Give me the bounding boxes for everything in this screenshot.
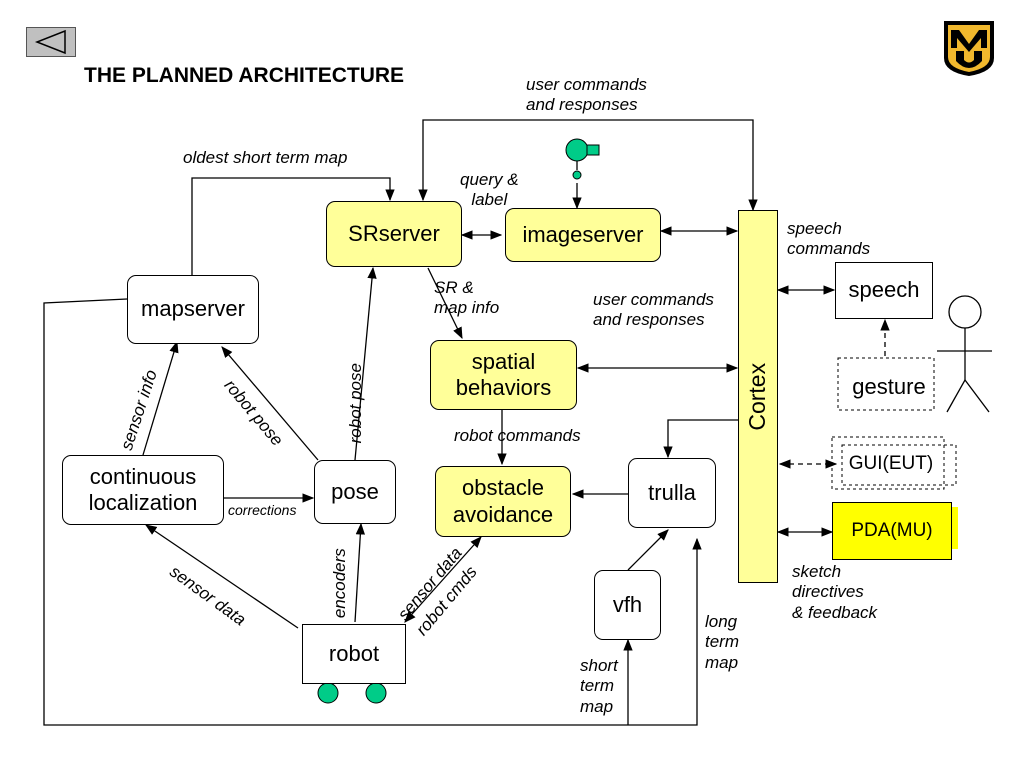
node-gesture-label: gesture — [852, 373, 926, 399]
label-user-commands-top: user commands and responses — [526, 75, 647, 116]
back-button[interactable] — [26, 27, 76, 57]
edge-pose-srserver — [354, 266, 377, 461]
node-localization-line2: localization — [88, 490, 198, 515]
node-srserver-label: SRserver — [348, 220, 440, 246]
robot-wheel-left — [317, 682, 339, 704]
label-corrections: corrections — [228, 502, 297, 518]
gui-dashed-frame-front — [831, 436, 945, 490]
label-user-commands-top-line1: user commands — [526, 75, 647, 94]
node-vfh[interactable]: vfh — [594, 570, 661, 640]
node-spatial-line2: behaviors — [455, 375, 552, 400]
edge-oldest-map — [191, 177, 395, 275]
person-icon — [937, 295, 992, 413]
node-trulla[interactable]: trulla — [628, 458, 716, 528]
label-user-commands-mid-line2: and responses — [593, 310, 705, 330]
label-robot-pose-vert: robot pose — [345, 363, 365, 444]
label-short-line3: map — [580, 696, 614, 716]
label-short-line2: term — [580, 676, 614, 696]
node-gesture[interactable]: gesture — [844, 362, 934, 412]
node-vfh-label: vfh — [612, 591, 643, 617]
label-short-term-map: short term map — [580, 656, 618, 717]
label-sr-line2: map info — [434, 298, 500, 318]
edge-localization-mapserver — [142, 340, 179, 456]
robot-wheel-right — [365, 682, 387, 704]
node-pda[interactable]: PDA(MU) — [832, 502, 952, 560]
node-robot-label: robot — [328, 640, 380, 666]
node-pda-label: PDA(MU) — [851, 519, 933, 541]
node-obstacle-line2: avoidance — [452, 501, 554, 527]
page-title: THE PLANNED ARCHITECTURE — [84, 64, 405, 87]
label-oldest-map: oldest short term map — [183, 148, 348, 167]
node-speech-label: speech — [848, 277, 920, 303]
node-spatial-line1: spatial — [471, 348, 536, 374]
back-triangle-icon — [34, 29, 66, 55]
edge-cortex-trulla — [663, 419, 738, 459]
label-short-line1: short — [580, 656, 618, 675]
label-sr-line1: SR & — [434, 278, 474, 297]
node-robot[interactable]: robot — [302, 624, 406, 684]
label-speech-commands-line1: speech — [787, 219, 842, 238]
label-user-commands-mid: user commands and responses — [593, 290, 714, 331]
node-obstacle-avoidance[interactable]: obstacle avoidance — [435, 466, 571, 537]
label-long-line2: term — [705, 632, 739, 652]
node-trulla-label: trulla — [648, 479, 696, 505]
node-srserver[interactable]: SRserver — [326, 201, 462, 267]
edge-robot-localization — [145, 524, 299, 629]
edge-srserver-spatial — [427, 267, 463, 340]
label-query-line2: label — [471, 190, 508, 210]
label-sketch-line1: sketch — [792, 562, 842, 581]
edge-vfh-trulla — [627, 529, 669, 571]
label-query-label: query & label — [460, 170, 519, 211]
edge-user-commands-top — [418, 119, 758, 212]
label-sr-map-info: SR & map info — [434, 278, 499, 319]
label-long-line1: long — [705, 612, 738, 631]
label-long-term-map: long term map — [705, 612, 739, 673]
label-sketch-directives: sketch directives & feedback — [792, 562, 877, 623]
node-localization-line1: continuous — [89, 463, 197, 489]
edge-robot-pose — [354, 522, 366, 623]
gesture-dashed-frame — [837, 357, 935, 411]
node-gui-label: GUI(EUT) — [848, 452, 934, 474]
node-gui[interactable]: GUI(EUT) — [836, 442, 946, 486]
node-pose[interactable]: pose — [314, 460, 396, 524]
label-long-line3: map — [705, 652, 739, 672]
label-query-line1: query & — [460, 170, 519, 189]
node-spatial-behaviors[interactable]: spatial behaviors — [430, 340, 577, 410]
label-user-commands-mid-line1: user commands — [593, 290, 714, 309]
label-encoders: encoders — [329, 548, 349, 619]
node-cortex[interactable]: Cortex — [738, 210, 778, 583]
edge-robot-obstacle — [404, 536, 482, 623]
node-mapserver-label: mapserver — [141, 296, 245, 322]
label-speech-commands-line2: commands — [787, 239, 871, 259]
label-user-commands-top-line2: and responses — [526, 95, 638, 115]
node-continuous-localization[interactable]: continuous localization — [62, 455, 224, 525]
label-speech-commands: speech commands — [787, 219, 870, 260]
label-robot-commands: robot commands — [454, 426, 581, 445]
node-imageserver[interactable]: imageserver — [505, 208, 661, 262]
edge-pose-mapserver — [221, 346, 319, 461]
node-cortex-label: Cortex — [744, 362, 771, 431]
node-imageserver-label: imageserver — [522, 221, 644, 247]
gui-dashed-frame-back — [841, 444, 957, 486]
edge-mapserver-feedback — [43, 298, 702, 726]
node-pose-label: pose — [331, 478, 379, 504]
node-mapserver[interactable]: mapserver — [127, 275, 259, 344]
label-sketch-line3: & feedback — [792, 602, 878, 622]
node-obstacle-line1: obstacle — [462, 475, 544, 501]
university-logo — [944, 21, 994, 76]
label-sketch-line2: directives — [792, 582, 864, 602]
camera-icon — [565, 138, 600, 180]
node-speech[interactable]: speech — [835, 262, 933, 319]
